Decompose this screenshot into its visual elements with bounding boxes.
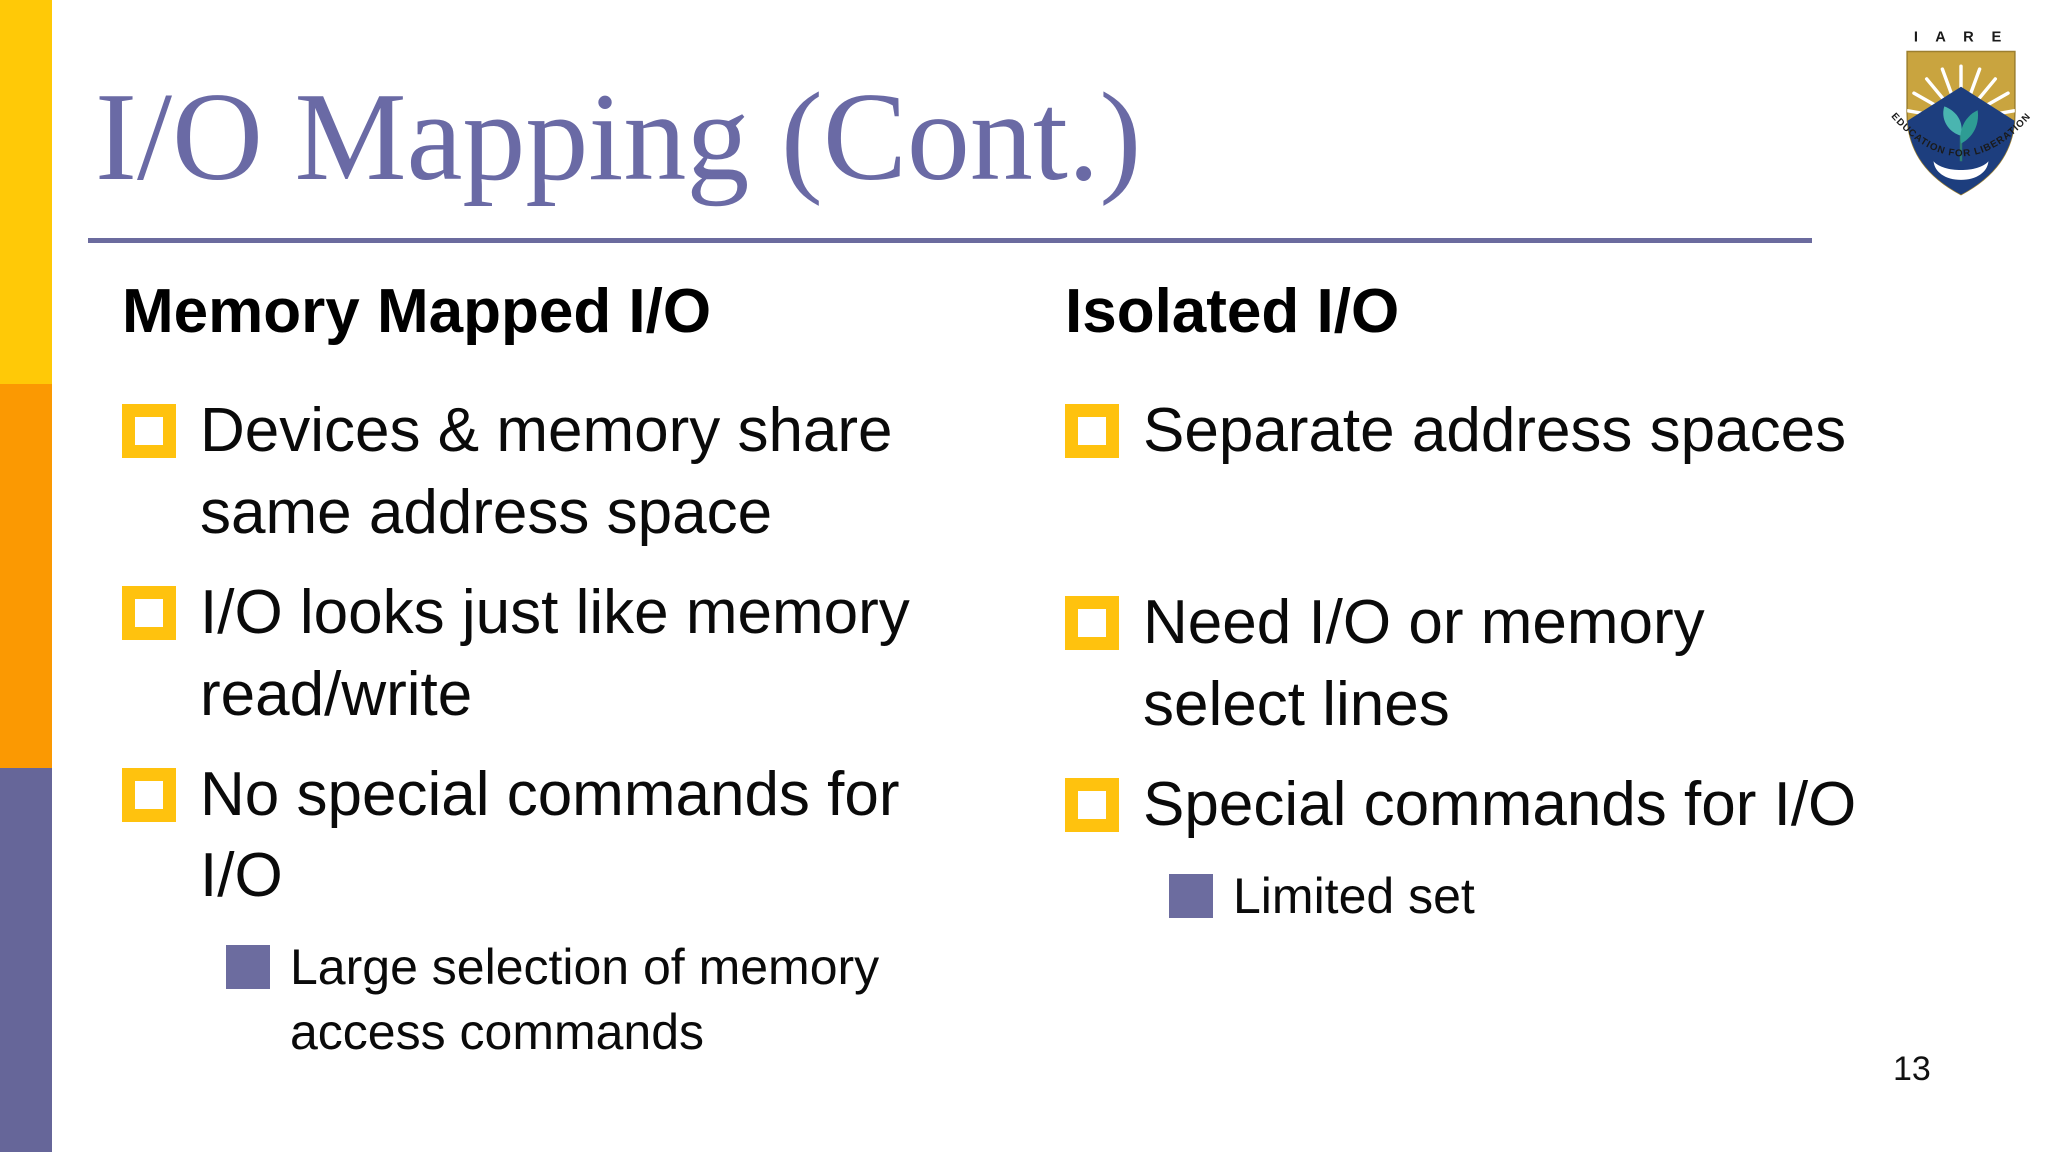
square-bullet-icon	[122, 404, 176, 459]
bullet-item: Need I/O or memory select lines	[1065, 582, 2005, 746]
slide-title: I/O Mapping (Cont.)	[95, 68, 1142, 207]
bullet-item: I/O looks just like memory read/write	[122, 572, 1042, 736]
bullet-text: Special commands for I/O	[1143, 769, 1857, 839]
sub-bullet-item: Large selection of memory access command…	[226, 935, 1042, 1065]
column-heading-isolated: Isolated I/O	[1065, 277, 1400, 346]
bullet-item: Devices & memory share same address spac…	[122, 390, 1042, 554]
bullet-item: Special commands for I/O	[1065, 764, 2005, 846]
filled-square-bullet-icon	[226, 945, 270, 990]
logo-acronym-text: I A R E	[1914, 30, 2008, 46]
sub-bullet-item: Limited set	[1169, 864, 2005, 929]
bullet-text: Separate address spaces	[1143, 396, 1847, 466]
sidebar-accent-bar	[0, 0, 52, 1152]
leaf-icon	[1943, 106, 1962, 136]
page-number: 13	[1893, 1050, 1931, 1088]
hand-icon	[1933, 161, 1989, 180]
iare-logo: I A R E	[1882, 26, 2040, 222]
bullet-text: No special commands for I/O	[200, 759, 900, 911]
sidebar-band-purple	[0, 768, 52, 1152]
square-bullet-icon	[122, 767, 176, 822]
bullet-item: Separate address spaces	[1065, 390, 2005, 472]
bullet-item: No special commands for I/O	[122, 754, 1042, 918]
title-underline	[88, 238, 1812, 243]
bullet-text: Devices & memory share same address spac…	[200, 396, 893, 548]
column-heading-memory-mapped: Memory Mapped I/O	[122, 277, 712, 346]
bullet-text: I/O looks just like memory read/write	[200, 577, 910, 729]
column-isolated: Isolated I/O Separate address spaces Nee…	[1065, 277, 2005, 943]
sub-bullet-text: Large selection of memory access command…	[290, 939, 880, 1061]
bullet-text: Need I/O or memory select lines	[1143, 588, 1705, 739]
sidebar-band-orange	[0, 384, 52, 768]
vertical-spacer	[1065, 490, 2005, 582]
sidebar-band-yellow	[0, 0, 52, 384]
sub-bullet-text: Limited set	[1233, 867, 1475, 924]
filled-square-bullet-icon	[1169, 873, 1213, 918]
square-bullet-icon	[1065, 404, 1119, 459]
square-bullet-icon	[1065, 596, 1119, 651]
column-memory-mapped: Memory Mapped I/O Devices & memory share…	[122, 277, 1042, 1079]
square-bullet-icon	[122, 585, 176, 640]
square-bullet-icon	[1065, 777, 1119, 832]
